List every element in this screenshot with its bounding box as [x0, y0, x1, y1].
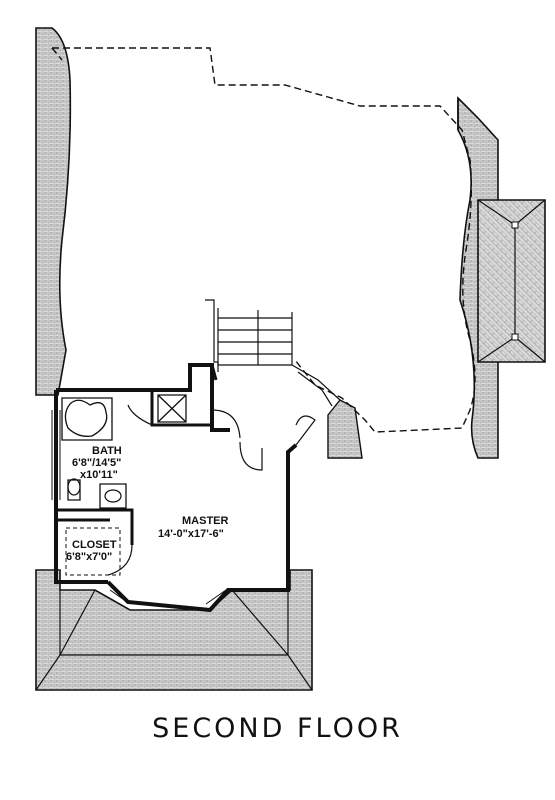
master-label: MASTER — [182, 515, 229, 527]
plan-title: SECOND FLOOR — [152, 713, 403, 744]
roof-small-mid — [327, 399, 363, 459]
closet-label: CLOSET — [72, 539, 117, 551]
closet-size: 6'8"x7'0" — [66, 551, 112, 563]
bath-size-1: 6'8"/14'5" — [72, 457, 121, 469]
stair — [205, 299, 341, 407]
roof-left — [35, 27, 72, 396]
gable-vent-top — [511, 221, 519, 229]
master-size: 14'-0"x17'-6" — [158, 528, 224, 540]
gable-vent-bottom — [511, 333, 519, 341]
bath-size-2: x10'11" — [80, 469, 118, 481]
open-to-below-outline — [51, 47, 476, 433]
roof-bottom-ridges — [35, 589, 313, 691]
walls — [51, 363, 316, 613]
bath-label: BATH — [92, 445, 122, 457]
